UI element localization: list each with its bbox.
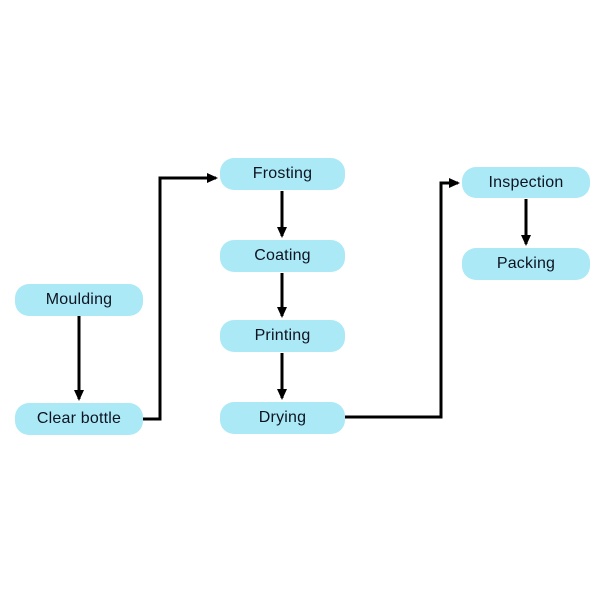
node-packing: Packing	[462, 248, 590, 280]
node-moulding: Moulding	[15, 284, 143, 316]
node-inspection: Inspection	[462, 167, 590, 198]
node-clear-bottle: Clear bottle	[15, 403, 143, 435]
arrow-drying-to-inspection	[345, 178, 460, 419]
node-printing: Printing	[220, 320, 345, 352]
node-drying: Drying	[220, 402, 345, 434]
arrow-clear-bottle-to-frosting	[143, 173, 218, 421]
node-coating: Coating	[220, 240, 345, 272]
node-frosting: Frosting	[220, 158, 345, 190]
